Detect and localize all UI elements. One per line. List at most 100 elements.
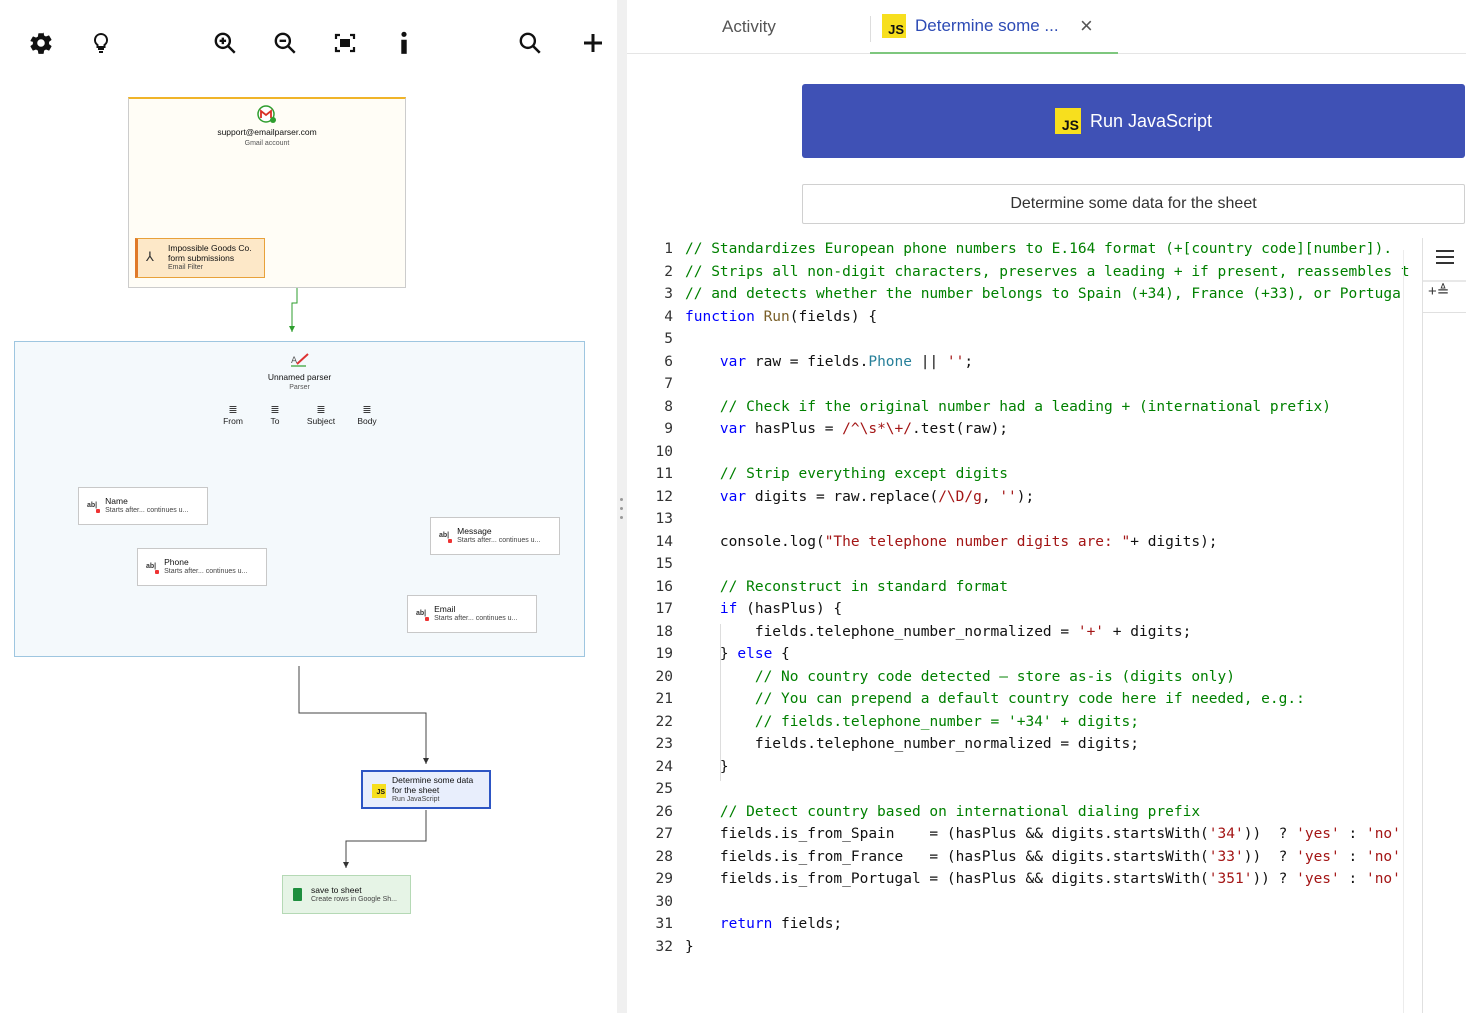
code-line[interactable]: if (hasPlus) {	[685, 601, 842, 617]
line-number: 32	[627, 939, 673, 955]
editor-scroll-rail[interactable]	[1403, 250, 1404, 1013]
code-line[interactable]: function Run(fields) {	[685, 309, 877, 325]
code-line[interactable]: // Strip everything except digits	[685, 466, 1008, 482]
line-number: 25	[627, 781, 673, 797]
filter-icon: ⅄	[146, 252, 154, 262]
action-description-field[interactable]: Determine some data for the sheet	[802, 184, 1465, 224]
field-lines-icon: ≣	[260, 404, 290, 416]
code-line[interactable]: // Reconstruct in standard format	[685, 579, 1008, 595]
code-line[interactable]: fields.is_from_Spain = (hasPlus && digit…	[685, 826, 1401, 842]
insert-field-icon[interactable]: +≜	[1428, 282, 1449, 300]
parser-field-from[interactable]: ≣From	[218, 404, 248, 426]
code-line[interactable]: // Strips all non-digit characters, pres…	[685, 264, 1410, 280]
filter-subtitle: Email Filter	[168, 263, 252, 273]
line-number: 2	[627, 264, 673, 280]
line-number: 19	[627, 646, 673, 662]
line-number: 7	[627, 376, 673, 392]
line-number: 15	[627, 556, 673, 572]
code-editor[interactable]: 1 // Standardizes European phone numbers …	[627, 238, 1423, 1013]
tab-label: Determine some ...	[915, 16, 1059, 36]
source-subtitle: Gmail account	[129, 140, 405, 147]
code-line[interactable]: } else {	[685, 646, 790, 662]
parser-field-to[interactable]: ≣To	[260, 404, 290, 426]
code-line[interactable]: }	[685, 759, 729, 775]
filter-title-line1: Impossible Goods Co.	[168, 243, 252, 253]
field-lines-icon: ≣	[352, 404, 382, 416]
line-number: 17	[627, 601, 673, 617]
line-number: 23	[627, 736, 673, 752]
field-lines-icon: ≣	[218, 404, 248, 416]
parser-field-subject[interactable]: ≣Subject	[301, 404, 341, 426]
rule-node-email[interactable]: ab| EmailStarts after... continues u...	[407, 595, 537, 633]
svg-text:A: A	[291, 356, 298, 366]
line-number: 5	[627, 331, 673, 347]
line-number: 22	[627, 714, 673, 730]
line-number: 1	[627, 241, 673, 257]
code-line[interactable]: // No country code detected — store as-i…	[685, 669, 1235, 685]
code-line[interactable]: var raw = fields.Phone || '';	[685, 354, 973, 370]
parser-subtitle: Parser	[15, 384, 584, 391]
code-line[interactable]: fields.is_from_France = (hasPlus && digi…	[685, 849, 1401, 865]
line-number: 6	[627, 354, 673, 370]
line-number: 27	[627, 826, 673, 842]
details-panel: Activity JS Determine some ... × JS Run …	[627, 0, 1466, 1013]
code-line[interactable]: }	[685, 939, 694, 955]
line-number: 20	[627, 669, 673, 685]
js-icon: JS	[1055, 108, 1081, 134]
sheet-action-node[interactable]: save to sheet Create rows in Google Sh..…	[282, 875, 411, 914]
line-number: 11	[627, 466, 673, 482]
code-line[interactable]: fields.telephone_number_normalized = '+'…	[685, 624, 1191, 640]
indent-guide	[720, 624, 721, 669]
code-line[interactable]: // Check if the original number had a le…	[685, 399, 1331, 415]
line-number: 26	[627, 804, 673, 820]
panel-splitter[interactable]	[617, 0, 627, 1013]
line-number: 9	[627, 421, 673, 437]
code-line[interactable]: var digits = raw.replace(/\D/g, '');	[685, 489, 1034, 505]
indent-guide	[720, 669, 721, 782]
text-field-icon: ab|	[87, 501, 97, 511]
tab-determine-some-data[interactable]: JS Determine some ... ×	[870, 0, 1118, 54]
line-number: 29	[627, 871, 673, 887]
code-line[interactable]: // You can prepend a default country cod…	[685, 691, 1305, 707]
tab-activity[interactable]: Activity	[722, 0, 776, 54]
flow-canvas[interactable]: support@emailparser.com Gmail account ⅄ …	[0, 0, 617, 1013]
line-number: 13	[627, 511, 673, 527]
parser-field-body[interactable]: ≣Body	[352, 404, 382, 426]
menu-icon[interactable]	[1436, 248, 1454, 264]
code-line[interactable]: // Standardizes European phone numbers t…	[685, 241, 1392, 257]
code-line[interactable]: // fields.telephone_number = '+34' + dig…	[685, 714, 1139, 730]
code-line[interactable]: var hasPlus = /^\s*\+/.test(raw);	[685, 421, 1008, 437]
field-lines-icon: ≣	[301, 404, 341, 416]
tab-bar: Activity JS Determine some ... ×	[627, 0, 1466, 54]
js-action-node[interactable]: JS Determine some data for the sheet Run…	[361, 770, 491, 809]
editor-side-tools: +≜	[1422, 238, 1466, 1013]
line-number: 31	[627, 916, 673, 932]
source-title: support@emailparser.com	[129, 127, 405, 137]
filter-title-line2: form submissions	[168, 253, 252, 263]
gmail-icon	[256, 105, 278, 125]
line-number: 10	[627, 444, 673, 460]
rule-node-name[interactable]: ab| NameStarts after... continues u...	[78, 487, 208, 525]
code-line[interactable]: // and detects whether the number belong…	[685, 286, 1401, 302]
line-number: 30	[627, 894, 673, 910]
toolbar-divider	[1423, 312, 1466, 313]
line-number: 16	[627, 579, 673, 595]
rule-node-message[interactable]: ab| MessageStarts after... continues u..…	[430, 517, 560, 555]
code-line[interactable]: return fields;	[685, 916, 842, 932]
line-number: 14	[627, 534, 673, 550]
close-icon[interactable]: ×	[1080, 13, 1093, 39]
drag-handle-icon[interactable]	[620, 498, 624, 528]
text-field-icon: ab|	[416, 609, 426, 619]
run-javascript-label: Run JavaScript	[1090, 111, 1212, 132]
code-line[interactable]: // Detect country based on international…	[685, 804, 1200, 820]
google-sheets-icon	[293, 888, 302, 901]
email-filter-node[interactable]: ⅄ Impossible Goods Co. form submissions …	[135, 238, 265, 278]
run-javascript-button[interactable]: JS Run JavaScript	[802, 84, 1465, 158]
line-number: 3	[627, 286, 673, 302]
code-line[interactable]: fields.telephone_number_normalized = dig…	[685, 736, 1139, 752]
line-number: 28	[627, 849, 673, 865]
code-line[interactable]: console.log("The telephone number digits…	[685, 534, 1218, 550]
js-icon: JS	[882, 14, 906, 38]
rule-node-phone[interactable]: ab| PhoneStarts after... continues u...	[137, 548, 267, 586]
code-line[interactable]: fields.is_from_Portugal = (hasPlus && di…	[685, 871, 1401, 887]
